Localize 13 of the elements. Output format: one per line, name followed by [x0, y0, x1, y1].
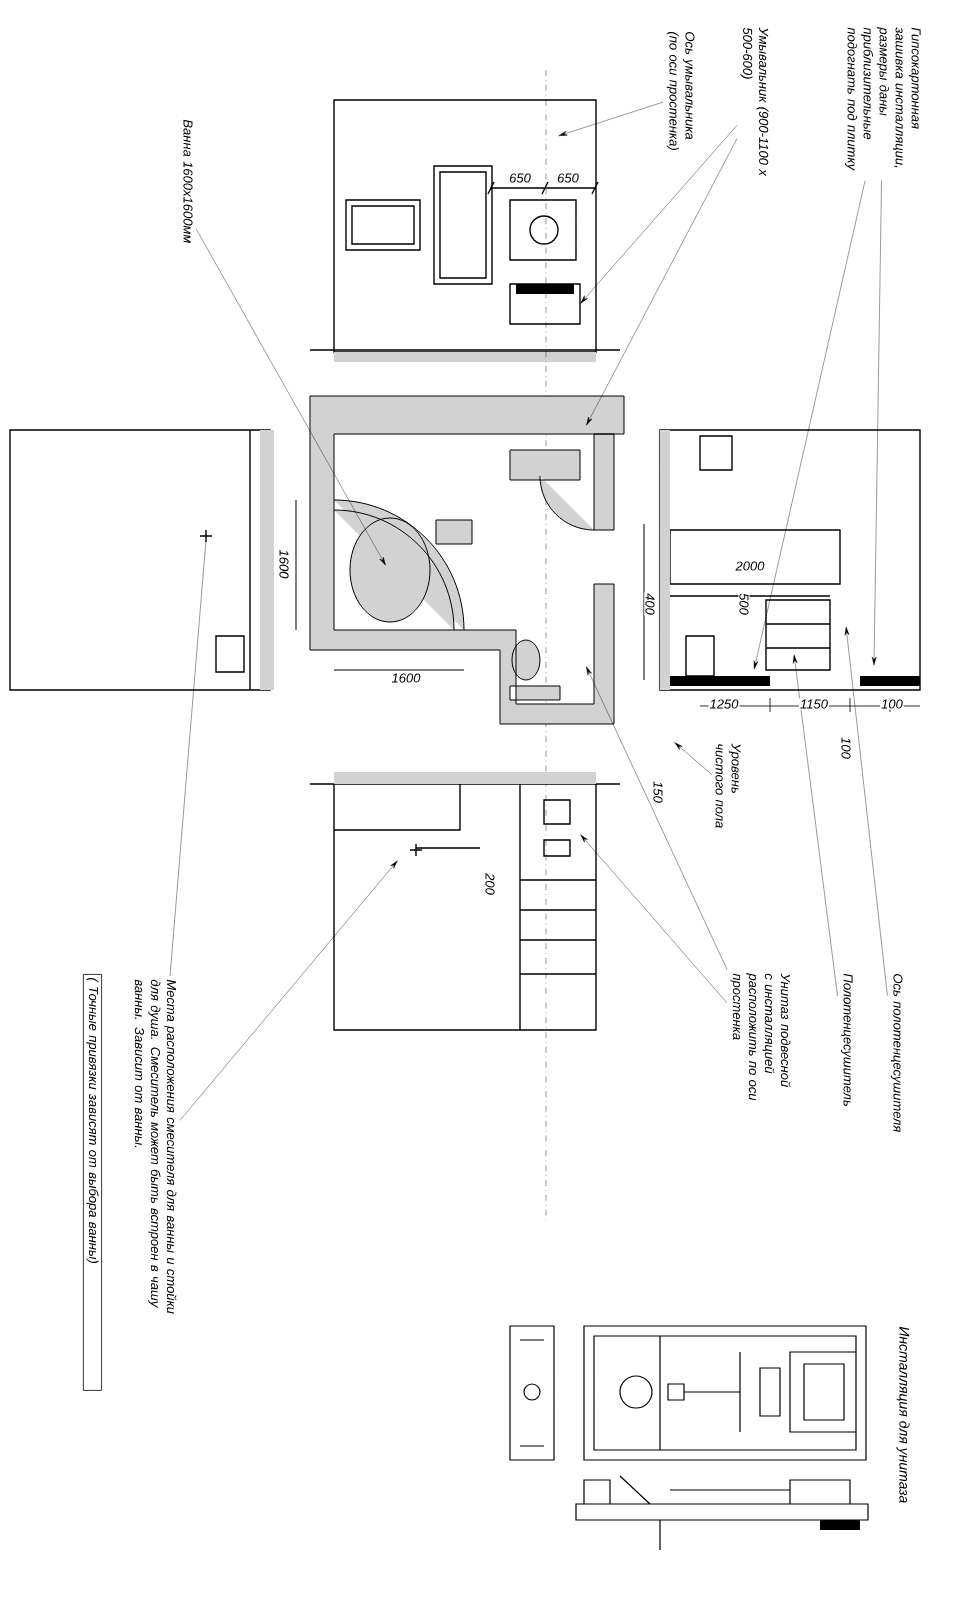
leader-line — [580, 125, 738, 304]
leader-line — [871, 180, 882, 666]
leader-line — [195, 228, 386, 566]
leader-line — [792, 654, 838, 997]
leader-line — [169, 539, 207, 977]
leader-line — [580, 834, 728, 1004]
leader-line — [586, 666, 728, 971]
leader-line — [674, 742, 713, 775]
leader-line — [558, 101, 664, 136]
leader-line — [753, 180, 866, 670]
leader-line — [179, 860, 398, 1121]
leader-line — [844, 626, 888, 996]
leader-line — [586, 138, 738, 426]
